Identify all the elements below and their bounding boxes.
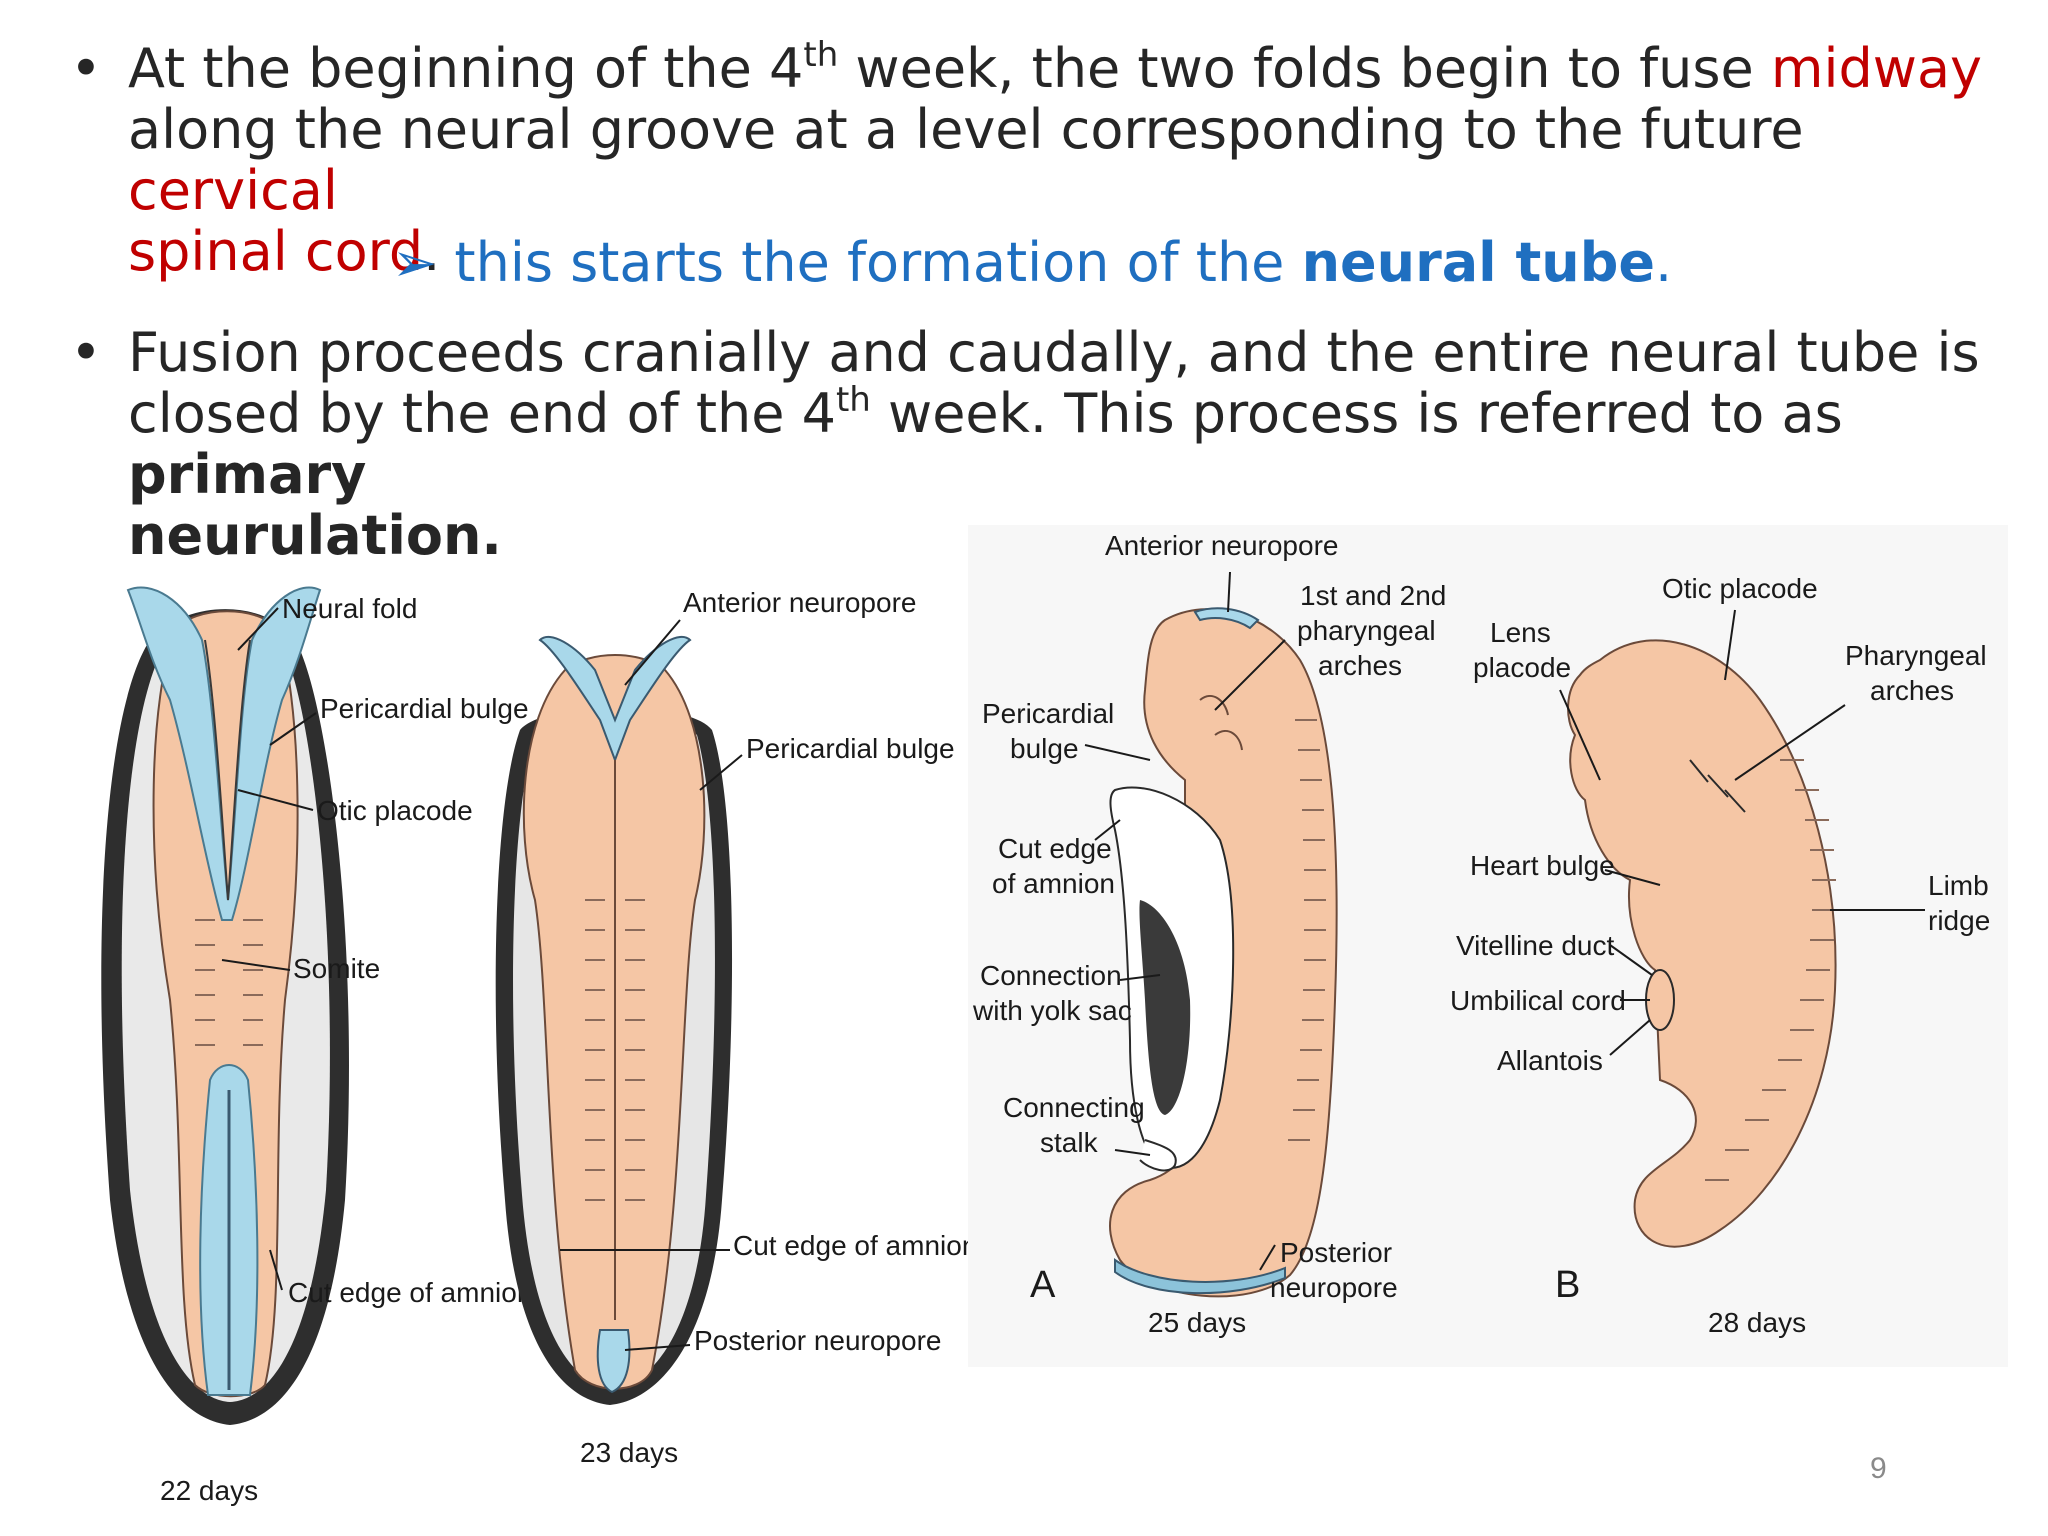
label-umbilical-cord: Umbilical cord — [1450, 985, 1626, 1016]
bullet-1-part: At the beginning of the 4 — [128, 37, 804, 100]
bold-neurulation: neurulation. — [128, 504, 502, 567]
figure-letter-b: B — [1555, 1264, 1580, 1306]
bullet-1-part: week, the two folds begin to fuse — [838, 37, 1771, 100]
label-pharyngeal-line2: arches — [1870, 675, 1954, 706]
superscript: th — [803, 35, 839, 75]
bullet-1-part: . — [423, 220, 441, 283]
bullet-1-part: along the neural groove at a level corre… — [128, 98, 1804, 161]
caption-28-days: 28 days — [1708, 1307, 1806, 1338]
label-arches-line3: arches — [1318, 650, 1402, 681]
bullet-2-part: closed by the end of the 4 — [128, 382, 836, 445]
label-pericardial-line2: bulge — [1010, 733, 1079, 764]
bullet-1-text: At the beginning of the 4th week, the tw… — [128, 38, 2028, 282]
label-connecting-stalk-line2: stalk — [1040, 1127, 1099, 1158]
embryo-23-days: Anterior neuropore Pericardial bulge Cut… — [495, 587, 977, 1468]
label-pericardial-bulge: Pericardial bulge — [320, 693, 529, 724]
label-cut-edge-line2: of amnion — [992, 868, 1115, 899]
label-connection-line1: Connection — [980, 960, 1122, 991]
page-number: 9 — [1870, 1452, 1887, 1485]
bullet-2-part: Fusion proceeds cranially and caudally, … — [128, 321, 1980, 384]
label-cut-edge-amnion: Cut edge of amnion — [288, 1277, 532, 1308]
label-heart-bulge: Heart bulge — [1470, 850, 1615, 881]
label-lens-line1: Lens — [1490, 617, 1551, 648]
label-posterior-neuropore-line2: neuropore — [1270, 1272, 1398, 1303]
label-limb-line2: ridge — [1928, 905, 1990, 936]
label-pericardial-line1: Pericardial — [982, 698, 1114, 729]
label-limb-line1: Limb — [1928, 870, 1989, 901]
label-neural-fold: Neural fold — [282, 593, 417, 624]
label-somite: Somite — [293, 953, 380, 984]
arrow-bullet-icon: ➢ — [392, 231, 438, 294]
superscript: th — [835, 380, 871, 420]
caption-25-days: 25 days — [1148, 1307, 1246, 1338]
label-connection-line2: with yolk sac — [972, 995, 1132, 1026]
bullet-dot-icon: • — [70, 321, 102, 384]
sub-bullet-end: . — [1655, 231, 1673, 294]
label-otic-placode: Otic placode — [317, 795, 473, 826]
label-posterior-neuropore-23: Posterior neuropore — [694, 1325, 941, 1356]
label-arches-line2: pharyngeal — [1297, 615, 1436, 646]
label-pharyngeal-line1: Pharyngeal — [1845, 640, 1987, 671]
bullet-2-text: Fusion proceeds cranially and caudally, … — [128, 322, 2028, 566]
label-otic-placode-28: Otic placode — [1662, 573, 1818, 604]
label-lens-line2: placode — [1473, 652, 1571, 683]
bullet-2-part: week. This process is referred to as — [870, 382, 1843, 445]
highlight-cervical: cervical — [128, 159, 338, 222]
label-posterior-neuropore-line1: Posterior — [1280, 1237, 1392, 1268]
sub-bullet-text: this starts the formation of the — [437, 231, 1302, 294]
label-anterior-neuropore-23: Anterior neuropore — [683, 587, 916, 618]
caption-23-days: 23 days — [580, 1437, 678, 1468]
label-cut-edge-amnion-23: Cut edge of amnion — [733, 1230, 977, 1261]
label-arches-line1: 1st and 2nd — [1300, 580, 1446, 611]
embryo-22-days: Neural fold Pericardial bulge Otic placo… — [101, 586, 532, 1506]
highlight-spinal-cord: spinal cord — [128, 220, 424, 283]
figure-letter-a: A — [1030, 1264, 1056, 1306]
label-connecting-stalk-line1: Connecting — [1003, 1092, 1145, 1123]
label-cut-edge-line1: Cut edge — [998, 833, 1112, 864]
sub-bullet: ➢ this starts the formation of the neura… — [392, 232, 1672, 293]
highlight-midway: midway — [1770, 37, 1983, 100]
label-pericardial-bulge-23: Pericardial bulge — [746, 733, 955, 764]
label-allantois: Allantois — [1497, 1045, 1603, 1076]
sub-bullet-bold: neural tube — [1301, 231, 1656, 294]
embryo-28-days: Otic placode Lens placode Pharyngeal arc… — [1450, 573, 1990, 1338]
label-vitelline-duct: Vitelline duct — [1456, 930, 1614, 961]
label-anterior-neuropore-25: Anterior neuropore — [1105, 530, 1338, 561]
bold-primary: primary — [128, 443, 367, 506]
caption-22-days: 22 days — [160, 1475, 258, 1506]
bullet-dot-icon: • — [70, 37, 102, 100]
